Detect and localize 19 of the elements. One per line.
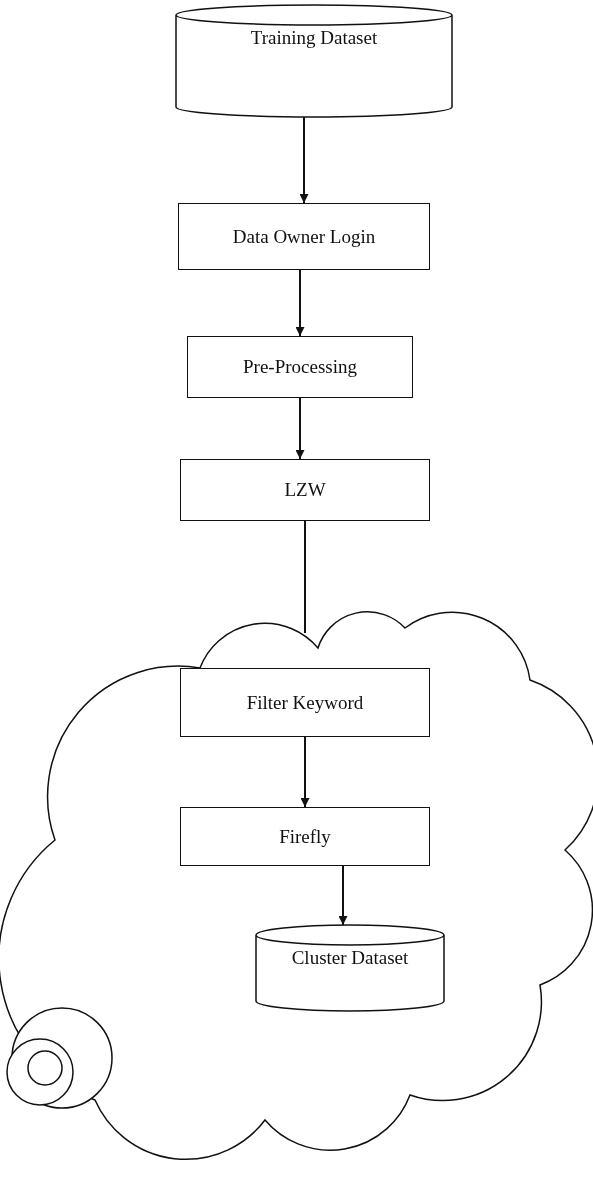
node-label: Pre-Processing xyxy=(242,356,358,378)
node-label: Filter Keyword xyxy=(245,691,365,714)
process-box xyxy=(180,668,430,737)
arrow xyxy=(295,397,305,460)
process-box xyxy=(180,807,430,866)
arrow xyxy=(299,116,309,204)
database-cylinder xyxy=(255,925,445,1011)
process-box xyxy=(180,459,430,521)
process-box xyxy=(178,203,430,270)
node-label: LZW xyxy=(283,479,327,501)
node-label: Data Owner Login xyxy=(231,225,377,248)
arrow xyxy=(295,269,305,337)
database-cylinder xyxy=(175,5,453,117)
process-box xyxy=(187,336,413,398)
arrow xyxy=(338,865,348,926)
arrow xyxy=(300,736,310,808)
node-label: Firefly xyxy=(278,825,332,848)
node-label: Training Dataset xyxy=(249,27,379,49)
node-label: Cluster Dataset xyxy=(290,947,410,969)
